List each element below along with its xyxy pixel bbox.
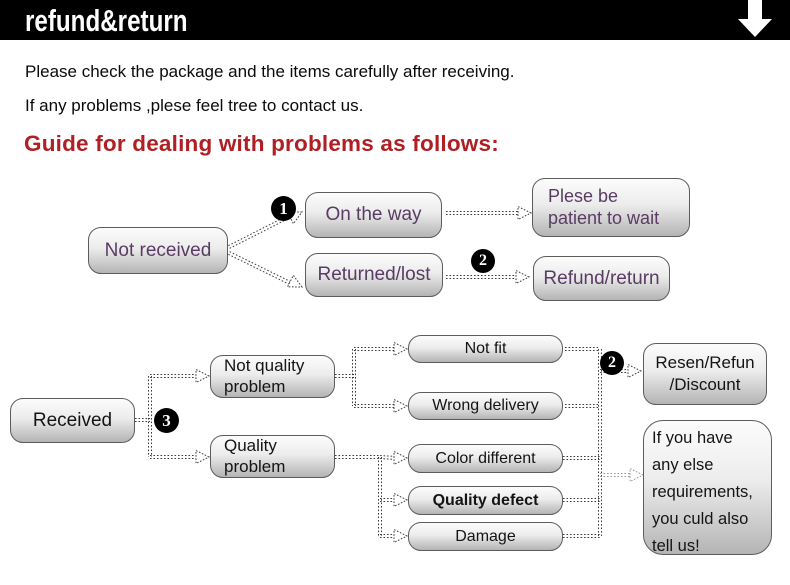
guide-heading: Guide for dealing with problems as follo…	[24, 131, 499, 156]
node-on-the-way: On the way	[305, 192, 442, 238]
down-arrow-icon	[738, 0, 772, 37]
node-not-received: Not received	[88, 227, 228, 274]
node-resen-refund-discount: Resen/Refun /Discount	[643, 343, 767, 405]
node-wrong-delivery: Wrong delivery	[408, 392, 563, 420]
node-received: Received	[10, 398, 135, 443]
node-please-wait: Plese be patient to wait	[532, 178, 690, 237]
step-2-badge-received: 2	[600, 351, 624, 375]
step-2-badge: 2	[471, 249, 495, 273]
node-any-else-requirements: If you have any else requirements, you c…	[643, 420, 772, 555]
node-not-fit: Not fit	[408, 335, 563, 363]
step-1-badge: 1	[271, 196, 296, 221]
step-3-badge: 3	[154, 408, 179, 433]
node-returned-lost: Returned/lost	[305, 253, 443, 297]
page-title: refund&return	[25, 3, 188, 38]
intro-line-1: Please check the package and the items c…	[25, 62, 515, 81]
node-refund-return: Refund/return	[533, 256, 670, 301]
node-damage: Damage	[408, 522, 563, 551]
node-color-different: Color different	[408, 444, 563, 473]
node-quality-problem: Quality problem	[210, 435, 335, 478]
node-quality-defect: Quality defect	[408, 486, 563, 515]
title-bar: refund&return	[0, 0, 790, 40]
node-not-quality-problem: Not quality problem	[210, 355, 335, 398]
intro-line-2: If any problems ,plese feel tree to cont…	[25, 96, 364, 115]
